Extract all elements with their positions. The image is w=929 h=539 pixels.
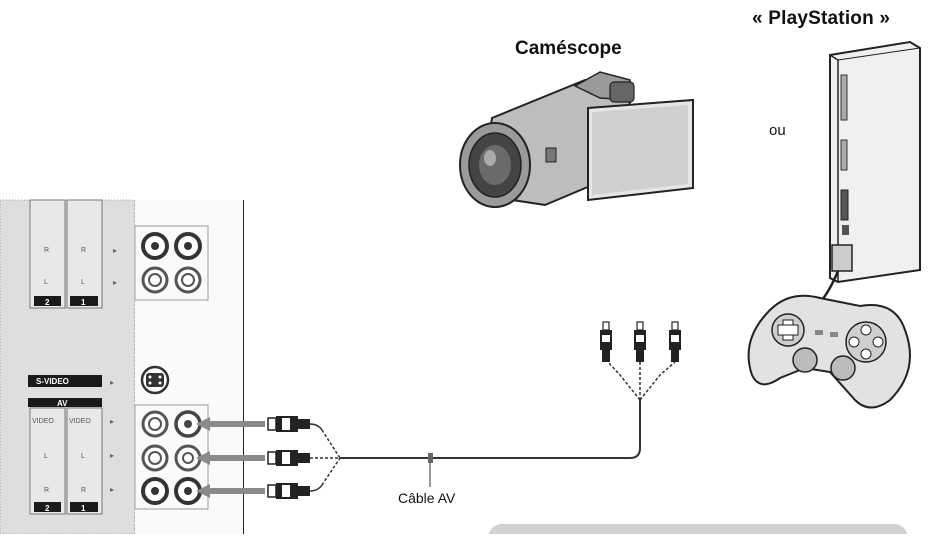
rca-plugs-right: [600, 321, 681, 362]
svideo-label: S-VIDEO: [36, 377, 69, 386]
arrow-icon: ▸: [110, 451, 114, 460]
camcorder-title: Caméscope: [515, 38, 622, 59]
arrow-icon: ▸: [113, 246, 117, 255]
av-cable: [309, 361, 676, 492]
channel-label: L: [44, 279, 48, 286]
playstation-title: « PlayStation »: [752, 8, 891, 29]
caption-box: [488, 524, 908, 539]
arrow-icon: ▸: [113, 278, 117, 287]
input-number-label: 2: [45, 298, 50, 307]
video-label: VIDEO: [32, 418, 54, 425]
input-number-label: 2: [45, 504, 50, 513]
camcorder-illustration: [459, 71, 694, 208]
cable-label: Câble AV: [398, 490, 456, 506]
av-input-group: AV VIDEO VIDEO L L R R ▸ ▸ ▸ 2 1: [28, 398, 209, 515]
controller-illustration: [747, 294, 911, 409]
arrow-icon: ▸: [110, 485, 114, 494]
input-number-label: 1: [81, 298, 86, 307]
input-number-label: 1: [81, 504, 86, 513]
channel-label: R: [81, 247, 86, 254]
channel-label: L: [81, 453, 85, 460]
connection-arrows: [196, 417, 265, 498]
audio-input-group-top: R R L L ▸ ▸ 2 1: [29, 199, 209, 309]
channel-label: L: [44, 453, 48, 460]
channel-label: R: [44, 247, 49, 254]
arrow-icon: ▸: [110, 417, 114, 426]
playstation-illustration: [821, 40, 921, 301]
tv-connector-panel: R R L L ▸ ▸ 2 1 S-VIDEO ▸: [0, 199, 244, 535]
channel-label: R: [81, 487, 86, 494]
svideo-input: S-VIDEO ▸: [28, 365, 170, 395]
jacks-av: [141, 410, 202, 505]
channel-label: L: [81, 279, 85, 286]
av-label: AV: [57, 399, 68, 408]
jacks-top: [141, 232, 202, 294]
video-label: VIDEO: [69, 418, 91, 425]
arrow-icon: ▸: [110, 378, 114, 387]
rca-plugs-left: [267, 416, 310, 499]
channel-label: R: [44, 487, 49, 494]
or-label: ou: [769, 122, 786, 139]
